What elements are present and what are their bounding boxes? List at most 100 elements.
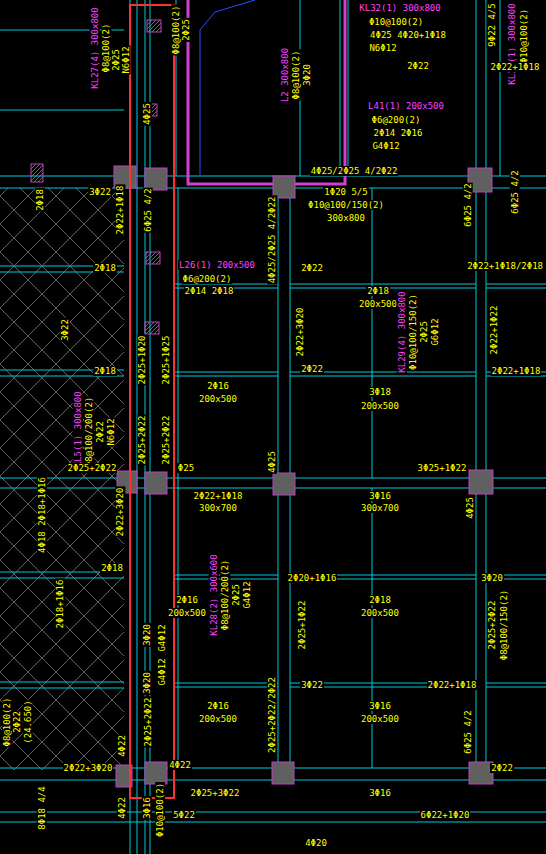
rebar-label: 2Φ22+1Φ18 bbox=[115, 185, 125, 236]
rebar-label: G4Φ12 bbox=[157, 657, 167, 686]
rebar-label: 2Φ25 bbox=[419, 320, 429, 344]
rebar-label: 2Φ25+2Φ22 bbox=[487, 600, 497, 651]
rebar-label: 2Φ20+1Φ16 bbox=[287, 573, 338, 583]
rebar-label: 2Φ25+1Φ25 bbox=[161, 335, 171, 386]
columns bbox=[114, 166, 493, 787]
rebar-label: 3Φ16 bbox=[368, 788, 392, 798]
rebar-label: G4Φ12 bbox=[157, 623, 167, 652]
rebar-label: 4Φ18 2Φ18+1Φ16 bbox=[37, 476, 47, 554]
rebar-label: 2Φ22+1Φ18 bbox=[491, 366, 542, 376]
rebar-label: 2Φ22+3Φ20 bbox=[63, 763, 114, 773]
rebar-label: Φ10@100(2) bbox=[368, 17, 424, 27]
rebar-label: 6Φ25 4/2 bbox=[143, 187, 153, 232]
rebar-label: Φ8@100(2) bbox=[2, 697, 12, 748]
rebar-label: 2Φ22+3Φ20 bbox=[115, 487, 125, 538]
rebar-label: 4Φ20 bbox=[304, 838, 328, 848]
rebar-label: 2Φ25+1Φ22 bbox=[297, 600, 307, 651]
rebar-label: 2Φ22+1Φ18 bbox=[490, 62, 541, 72]
rebar-label: 2Φ16 bbox=[206, 381, 230, 391]
rebar-label: 2Φ25+1Φ20 bbox=[137, 335, 147, 386]
rebar-label: 1Φ20 5/5 bbox=[323, 187, 368, 197]
rebar-label: Φ6@200(2) bbox=[371, 115, 422, 125]
rebar-label: 2Φ14 2Φ16 bbox=[373, 128, 424, 138]
rebar-label: 2Φ22+1Φ22 bbox=[489, 305, 499, 356]
member-label: KL27(4) 300x800 bbox=[90, 6, 100, 89]
rebar-label: 2Φ18 bbox=[35, 188, 45, 212]
rebar-label: 200x500 bbox=[198, 714, 238, 724]
rebar-label: 6Φ25 4/2 bbox=[463, 709, 473, 754]
rebar-label: 3Φ20 bbox=[142, 671, 152, 695]
rebar-label: 2Φ22 bbox=[300, 263, 324, 273]
rebar-label: 5Φ22 bbox=[172, 810, 196, 820]
rebar-label: 3Φ22 bbox=[60, 318, 70, 342]
rebar-label: Φ8@100(2) bbox=[171, 5, 181, 56]
rebar-label: 200x500 bbox=[360, 401, 400, 411]
rebar-label: Φ10@100/150(2) bbox=[408, 293, 418, 371]
rebar-label: Φ10@100/150(2) bbox=[307, 200, 385, 210]
rebar-label: 9Φ22 4/5 bbox=[487, 2, 497, 47]
rebar-label: 3Φ20 bbox=[142, 623, 152, 647]
rebar-label: 2Φ25+3Φ22 bbox=[190, 788, 241, 798]
rebar-label: Φ8@100/200(2) bbox=[220, 559, 230, 631]
member-label: L2 300x800 bbox=[280, 47, 290, 103]
rebar-label: Φ8@100/200(2) bbox=[84, 396, 94, 468]
rebar-label: 300x700 bbox=[360, 503, 400, 513]
rebar-label: 3Φ22 bbox=[88, 187, 112, 197]
rebar-label: 4Φ25/2Φ25 4/2Φ22 bbox=[310, 166, 399, 176]
rebar-label: 2Φ18 bbox=[368, 595, 392, 605]
rebar-label: N6Φ12 bbox=[368, 43, 397, 53]
rebar-label: 2Φ16 bbox=[175, 595, 199, 605]
hatched-slab bbox=[0, 188, 124, 770]
rebar-label: 3Φ20 bbox=[480, 573, 504, 583]
member-label: KL29(4) 300x800 bbox=[397, 290, 407, 373]
rebar-label: 4Φ25 bbox=[465, 496, 475, 520]
member-label: L41(1) 200x500 bbox=[367, 101, 445, 111]
member-label: KL32(1) 300x800 bbox=[358, 3, 441, 13]
rebar-label: 2Φ25+2Φ22 bbox=[137, 415, 147, 466]
rebar-label: (24.650) bbox=[23, 699, 33, 744]
rebar-label: 2Φ25 bbox=[181, 18, 191, 42]
member-label: KL28(2) 300x600 bbox=[209, 553, 219, 636]
rebar-label: 2Φ25+2Φ22/2Φ22 bbox=[267, 676, 277, 754]
rebar-label: 6Φ25 4/2 bbox=[463, 182, 473, 227]
rebar-label: 4Φ25 bbox=[267, 450, 277, 474]
rebar-label: 4Φ22 bbox=[168, 760, 192, 770]
rebar-label: 2Φ22+1Φ18/2Φ18 bbox=[466, 261, 544, 271]
rebar-label: 2Φ22+3Φ20 bbox=[295, 307, 305, 358]
rebar-label: 2Φ25+2Φ22 bbox=[143, 697, 153, 748]
rebar-label: 2Φ16 bbox=[206, 701, 230, 711]
rebar-label: 3Φ16 bbox=[368, 491, 392, 501]
rebar-label: 2Φ22 bbox=[406, 61, 430, 71]
rebar-label: G4Φ12 bbox=[371, 141, 400, 151]
rebar-label: G6Φ12 bbox=[430, 317, 440, 346]
rebar-label: 3Φ18 bbox=[368, 387, 392, 397]
rebar-label: 2Φ18 bbox=[100, 563, 124, 573]
rebar-label: 2Φ25 bbox=[111, 48, 121, 72]
rebar-label: 2Φ25+2Φ22 bbox=[67, 463, 118, 473]
rebar-label: 2Φ22+1Φ18 bbox=[427, 680, 478, 690]
rebar-label: Φ10@100(2) bbox=[519, 8, 529, 64]
rebar-label: N6Φ12 bbox=[121, 45, 131, 74]
rebar-label: 2Φ18 bbox=[366, 286, 390, 296]
rebar-label: 8Φ18 4/4 bbox=[37, 785, 47, 830]
rebar-label: Φ8@100(2) bbox=[101, 23, 111, 74]
rebar-label: Φ10@100(2) bbox=[155, 782, 165, 838]
rebar-label: 3Φ16 bbox=[368, 701, 392, 711]
member-label: KL33(1) 300x800 bbox=[507, 2, 517, 85]
rebar-label: 2Φ18 bbox=[93, 366, 117, 376]
rebar-label: 200x500 bbox=[198, 394, 238, 404]
rebar-label: 200x500 bbox=[358, 299, 398, 309]
rebar-label: Φ6@200(2) bbox=[182, 274, 233, 284]
rebar-label: G4Φ12 bbox=[242, 580, 252, 609]
rebar-label: 4Φ25 4Φ20+1Φ18 bbox=[369, 30, 447, 40]
rebar-label: 2Φ22+1Φ18 bbox=[193, 491, 244, 501]
rebar-label: 2Φ22 bbox=[12, 710, 22, 734]
highlight-box bbox=[130, 5, 174, 798]
rebar-label: Φ8@100/150(2) bbox=[499, 589, 509, 661]
rebar-label: 2Φ25+2Φ22 bbox=[161, 415, 171, 466]
rebar-label: Φ25 bbox=[177, 463, 195, 473]
rebar-label: 2Φ22 bbox=[300, 364, 324, 374]
rebar-label: Φ8@100(2) bbox=[291, 50, 301, 101]
blue-line bbox=[200, 0, 255, 176]
